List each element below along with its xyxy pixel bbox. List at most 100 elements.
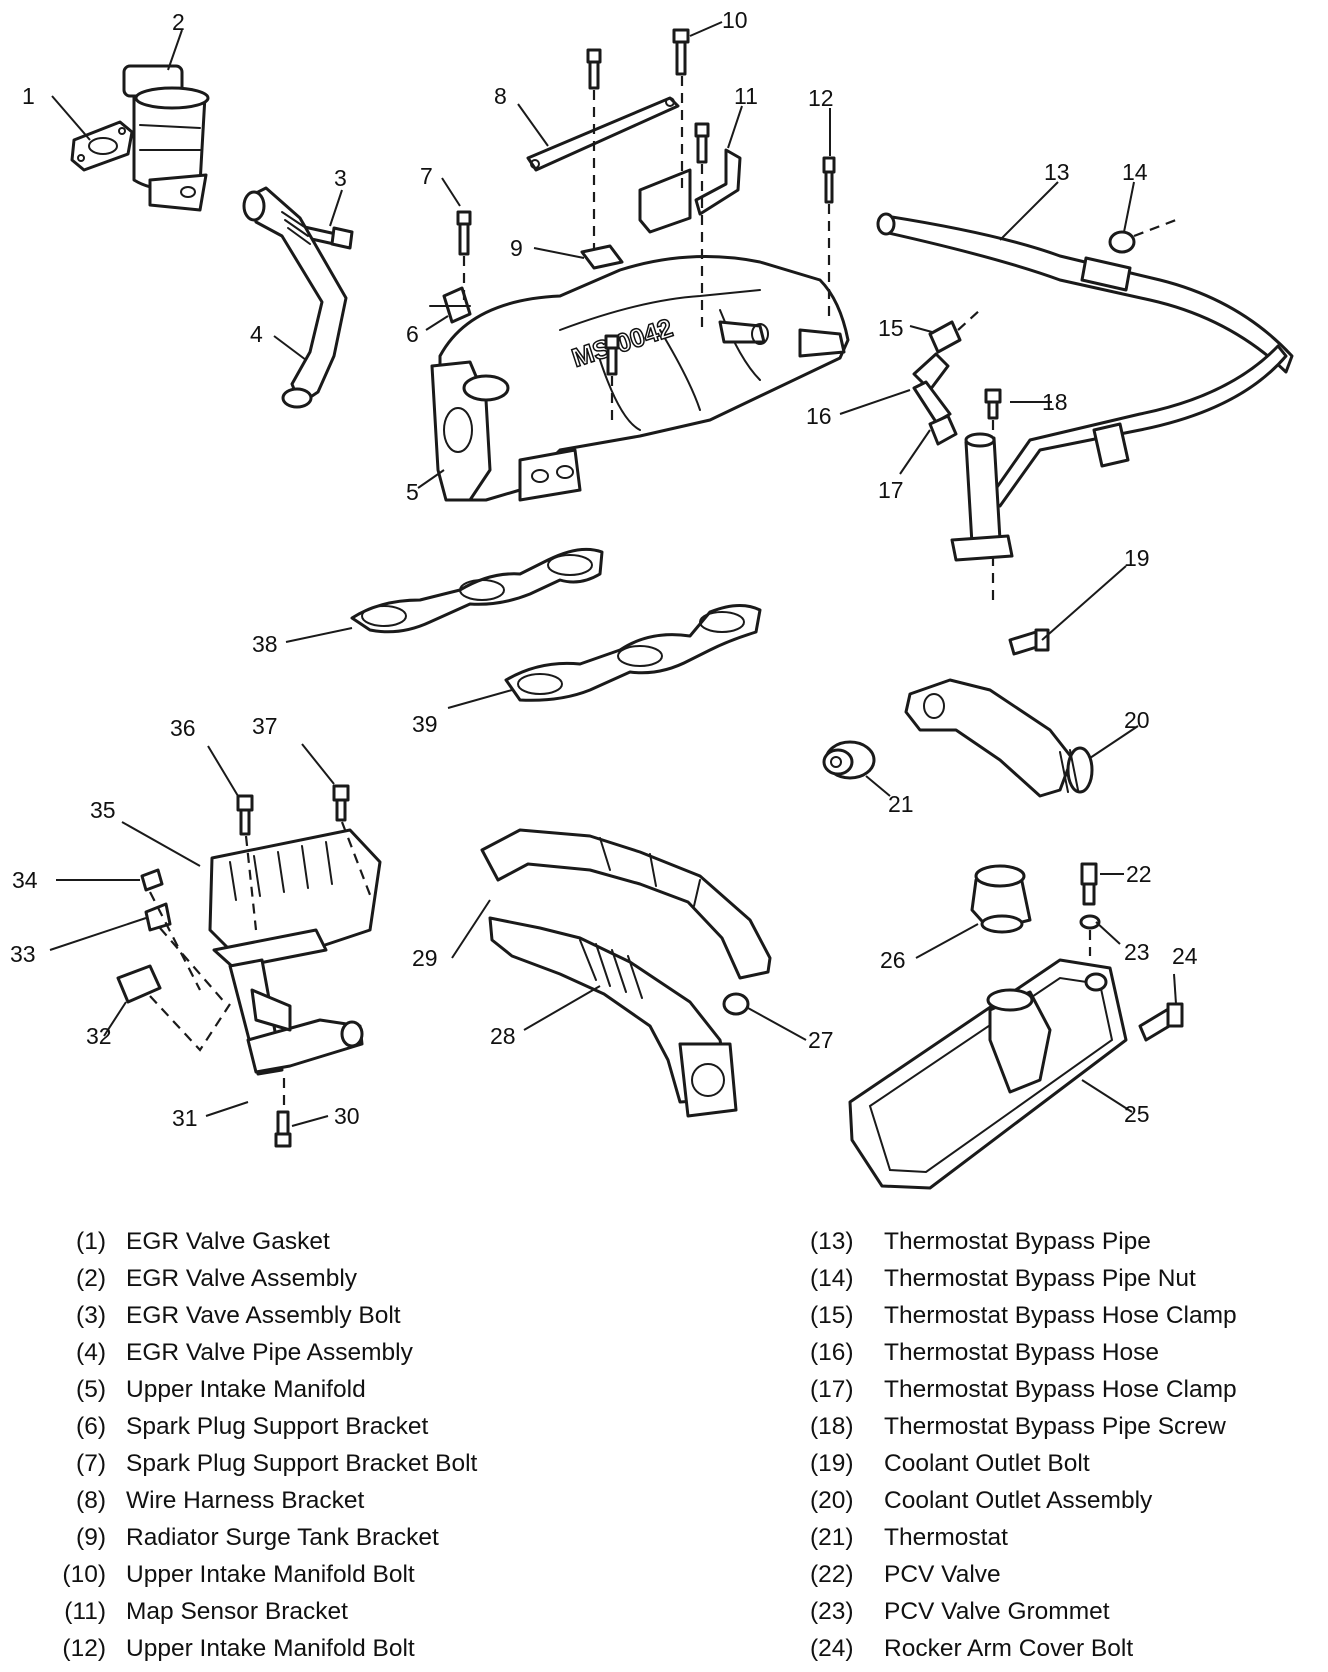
legend-label: PCV Valve Grommet [884,1598,1110,1625]
callout-25: 25 [1124,1101,1150,1127]
legend-item: (1)EGR Valve Gasket [40,1228,600,1265]
callout-18: 18 [1042,389,1068,415]
legend-number: (11) [64,1598,106,1625]
legend-label: EGR Valve Pipe Assembly [126,1339,413,1366]
callout-11: 11 [734,83,758,109]
legend-label: EGR Valve Assembly [126,1265,358,1292]
small-clips [116,868,172,1004]
callout-10: 10 [722,7,748,33]
callout-34: 34 [12,867,38,893]
callout-21: 21 [888,791,914,817]
legend-label: EGR Vave Assembly Bolt [126,1302,401,1329]
legend-label: Map Sensor Bracket [126,1598,348,1625]
callout-13: 13 [1044,159,1070,185]
legend-number: (20) [810,1487,854,1514]
legend-label: Radiator Surge Tank Bracket [126,1524,439,1551]
callout-29: 29 [412,945,438,971]
egr-valve-pipe [242,186,348,409]
egr-pipe-29 [480,828,772,980]
legend-number: (13) [810,1228,854,1255]
sensor-bolts [236,784,350,1148]
bypass-pipe-nut [1108,218,1177,254]
map-sensor-bracket [638,148,742,234]
legend-item: (10)Upper Intake Manifold Bolt [40,1561,600,1598]
intake-gasket-39 [504,604,762,702]
legend-item: (7)Spark Plug Support Bracket Bolt [40,1450,600,1487]
callout-30: 30 [334,1103,360,1129]
vertical-bolts [586,48,710,376]
legend-number: (18) [810,1413,854,1440]
legend-number: (4) [76,1339,106,1366]
rocker-arm-cover [848,958,1128,1190]
legend-item: (16) Thermostat Bypass Hose [800,1339,1320,1376]
callout-9: 9 [510,235,523,261]
callout-6: 6 [406,321,419,347]
legend-number: (1) [76,1228,106,1255]
callout-37: 37 [252,713,278,739]
legend-label: Thermostat [884,1524,1008,1551]
legend-item: (19)Coolant Outlet Bolt [800,1450,1320,1487]
legend-label: Thermostat Bypass Pipe Screw [884,1413,1226,1440]
legend-label: Upper Intake Manifold Bolt [126,1635,415,1662]
legend-item: (24)Rocker Arm Cover Bolt [800,1635,1320,1672]
upper-intake-manifold: MS 0042 [430,255,850,502]
thermostat-housing-pipe [950,432,1014,562]
callout-12: 12 [808,85,834,111]
rocker-bolt [1138,1002,1184,1042]
legend-item: (14)Thermostat Bypass Pipe Nut [800,1265,1320,1302]
egr-valve-gasket [70,120,134,172]
callout-1: 1 [22,83,35,109]
legend-item: (8)Wire Harness Bracket [40,1487,600,1524]
callout-7: 7 [420,163,433,189]
exploded-parts-diagram: MS 0042 [10,7,1294,1190]
callout-20: 20 [1124,707,1150,733]
callout-39: 39 [412,711,438,737]
legend-number: (9) [76,1524,106,1551]
thermostat [822,740,876,780]
callout-27: 27 [808,1027,834,1053]
thermostat-bypass-pipe [876,212,1294,508]
coolant-outlet-assembly [904,678,1094,798]
callout-leaders [49,21,1177,1127]
legend-item: (12)Upper Intake Manifold Bolt [40,1635,600,1672]
map-sensor-bracket-assembly [208,828,382,1076]
callout-numbers: 1 2 3 4 5 6 7 8 9 10 11 12 13 14 15 16 1… [10,7,1198,1131]
legend-item: (11) Map Sensor Bracket [40,1598,600,1635]
sensor-dashed-lines [149,821,374,1110]
callout-22: 22 [1126,861,1152,887]
legend-item: (17) Thermostat Bypass Hose Clamp [800,1376,1320,1413]
oil-fill-cap [970,864,1032,934]
wire-harness-bracket [526,96,680,172]
bypass-hose [912,309,981,446]
callout-2: 2 [172,9,185,35]
callout-3: 3 [334,165,347,191]
legend-label: Coolant Outlet Bolt [884,1450,1090,1477]
surge-tank-bracket [580,244,624,270]
legend-number: (3) [76,1302,106,1329]
legend-number: (5) [76,1376,106,1403]
intake-gasket-38 [350,547,604,634]
legend-number: (24) [810,1635,854,1662]
legend-number: (10) [62,1561,106,1588]
legend-left-column: (1)EGR Valve Gasket (2)EGR Valve Assembl… [40,1228,600,1672]
callout-4: 4 [250,321,263,347]
legend-number: (14) [810,1265,854,1292]
callout-14: 14 [1122,159,1148,185]
legend-number: (23) [810,1598,854,1625]
callout-17: 17 [878,477,904,503]
legend-number: (15) [810,1302,854,1329]
callout-19: 19 [1124,545,1150,571]
legend-label: Thermostat Bypass Hose Clamp [884,1376,1237,1403]
legend-item: (3) EGR Vave Assembly Bolt [40,1302,600,1339]
legend-number: (16) [810,1339,854,1366]
legend-label: Spark Plug Support Bracket Bolt [126,1450,478,1477]
callout-23: 23 [1124,939,1150,965]
callout-15: 15 [878,315,904,341]
callout-26: 26 [880,947,906,973]
callout-16: 16 [806,403,832,429]
legend-item: (20)Coolant Outlet Assembly [800,1487,1320,1524]
legend-number: (17) [810,1376,854,1403]
manifold-bolt-12 [822,156,836,204]
legend-label: PCV Valve [884,1561,1001,1588]
legend-label: Thermostat Bypass Hose [884,1339,1160,1366]
